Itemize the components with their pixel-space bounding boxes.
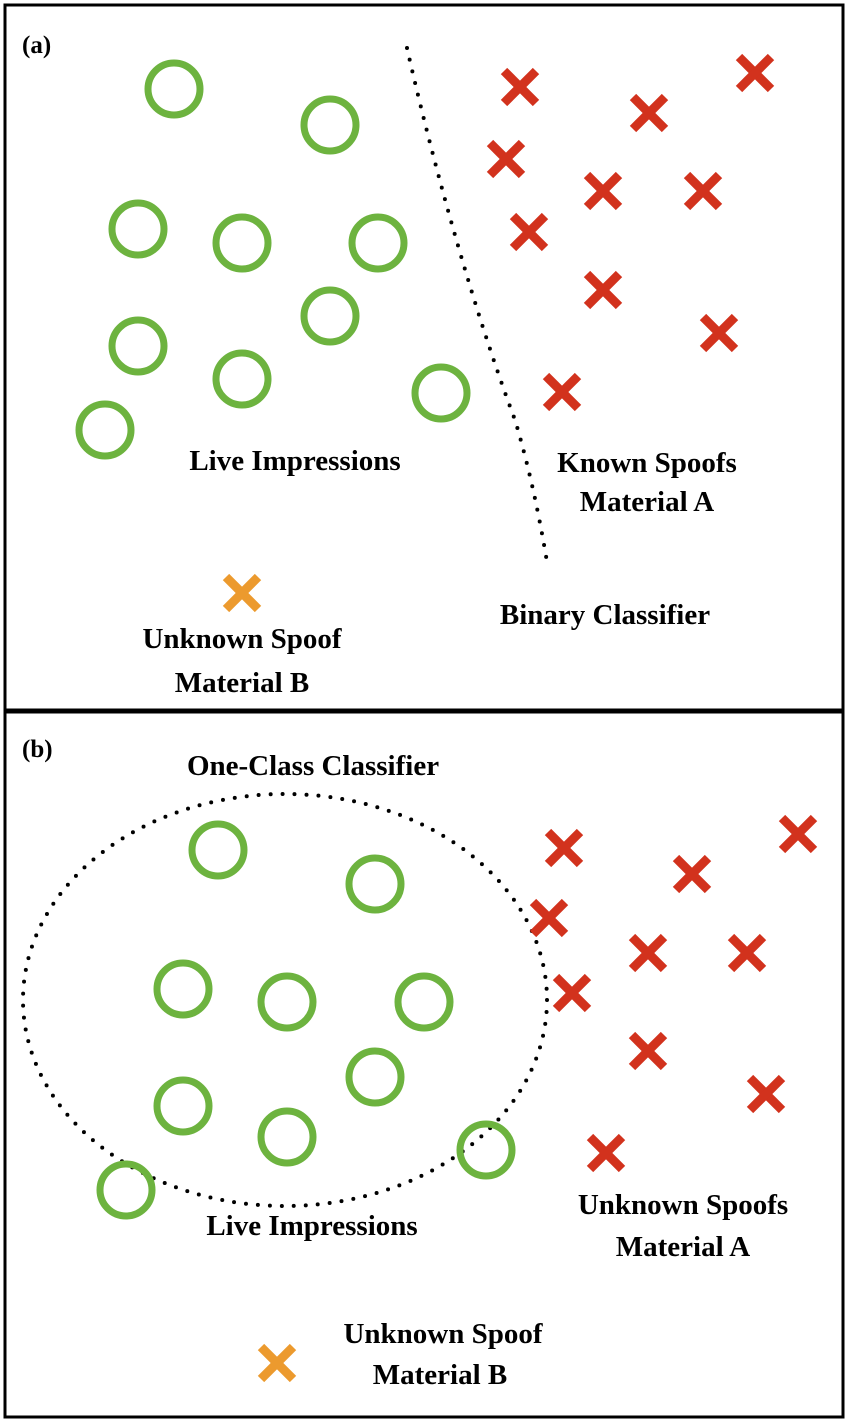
live-impression-marker xyxy=(96,1160,156,1220)
live-impression-marker xyxy=(300,286,360,346)
known-spoof-marker xyxy=(509,212,549,252)
unknown-spoof-a-marker xyxy=(628,933,668,973)
panel-b-classifier-label: One-Class Classifier xyxy=(187,750,439,782)
panel-b-unknown-spoof-samples xyxy=(529,814,818,1173)
live-impression-marker xyxy=(456,1120,516,1180)
panel-a-frame xyxy=(3,3,845,712)
panel-a-unknown-label-line1: Unknown Spoof xyxy=(142,623,341,655)
panel-a-known-spoof-samples xyxy=(486,53,775,412)
live-impression-marker xyxy=(345,854,405,914)
panel-a-id-label: (a) xyxy=(22,32,51,59)
panel-a-unknown-spoof-sample xyxy=(222,573,262,613)
live-impression-marker xyxy=(188,820,248,880)
known-spoof-marker xyxy=(583,171,623,211)
unknown-spoof-a-marker xyxy=(544,828,584,868)
unknown-spoof-a-marker xyxy=(672,854,712,894)
known-spoof-marker xyxy=(629,93,669,133)
known-spoof-marker xyxy=(683,171,723,211)
panel-b-live-samples xyxy=(96,820,516,1220)
panel-a-spoof-label-line2: Material A xyxy=(580,486,715,518)
panel-a: (a) Live Impressions Known Spoofs Materi… xyxy=(3,3,845,712)
live-impression-marker xyxy=(108,316,168,376)
live-impression-marker xyxy=(75,400,135,460)
unknown-spoof-a-marker xyxy=(628,1031,668,1071)
panel-b-frame xyxy=(3,710,845,1419)
live-impression-marker xyxy=(345,1047,405,1107)
live-impression-marker xyxy=(257,1107,317,1167)
live-impression-marker xyxy=(144,59,204,119)
live-impression-marker xyxy=(212,349,272,409)
panel-b-spoof-label-line1: Unknown Spoofs xyxy=(578,1189,788,1221)
known-spoof-marker xyxy=(486,139,526,179)
unknown-spoof-b-marker xyxy=(257,1343,297,1383)
unknown-spoof-a-marker xyxy=(778,814,818,854)
unknown-spoof-a-marker xyxy=(552,973,592,1013)
panel-b-unknown-label-line1: Unknown Spoof xyxy=(343,1318,542,1350)
live-impression-marker xyxy=(394,972,454,1032)
live-impression-marker xyxy=(108,199,168,259)
one-class-classifier-boundary xyxy=(21,792,549,1208)
panel-b-id-label: (b) xyxy=(22,736,53,763)
panel-b-live-label: Live Impressions xyxy=(206,1210,417,1242)
live-impression-marker xyxy=(411,363,471,423)
panel-b-spoof-label-line2: Material A xyxy=(616,1231,751,1263)
panel-a-live-samples xyxy=(75,59,471,460)
known-spoof-marker xyxy=(583,270,623,310)
unknown-spoof-a-marker xyxy=(586,1133,626,1173)
panel-a-spoof-label-line1: Known Spoofs xyxy=(557,447,737,479)
live-impression-marker xyxy=(153,1076,213,1136)
live-impression-marker xyxy=(257,972,317,1032)
panel-a-unknown-label-line2: Material B xyxy=(175,667,309,699)
live-impression-marker xyxy=(212,213,272,273)
known-spoof-marker xyxy=(735,53,775,93)
live-impression-marker xyxy=(153,959,213,1019)
unknown-spoof-a-marker xyxy=(529,898,569,938)
unknown-spoof-a-marker xyxy=(746,1074,786,1114)
panel-b: (b) One-Class Classifier Live Impression… xyxy=(3,710,845,1419)
known-spoof-marker xyxy=(699,313,739,353)
live-impression-marker xyxy=(348,213,408,273)
known-spoof-marker xyxy=(542,372,582,412)
panel-a-classifier-label: Binary Classifier xyxy=(500,599,710,631)
live-impression-marker xyxy=(300,95,360,155)
panel-a-live-label: Live Impressions xyxy=(189,445,400,477)
panel-b-unknown-label-line2: Material B xyxy=(373,1359,507,1391)
unknown-spoof-a-marker xyxy=(727,933,767,973)
binary-classifier-boundary xyxy=(405,46,549,564)
panel-b-unknown-spoof-sample xyxy=(257,1343,297,1383)
unknown-spoof-b-marker xyxy=(222,573,262,613)
known-spoof-marker xyxy=(500,67,540,107)
